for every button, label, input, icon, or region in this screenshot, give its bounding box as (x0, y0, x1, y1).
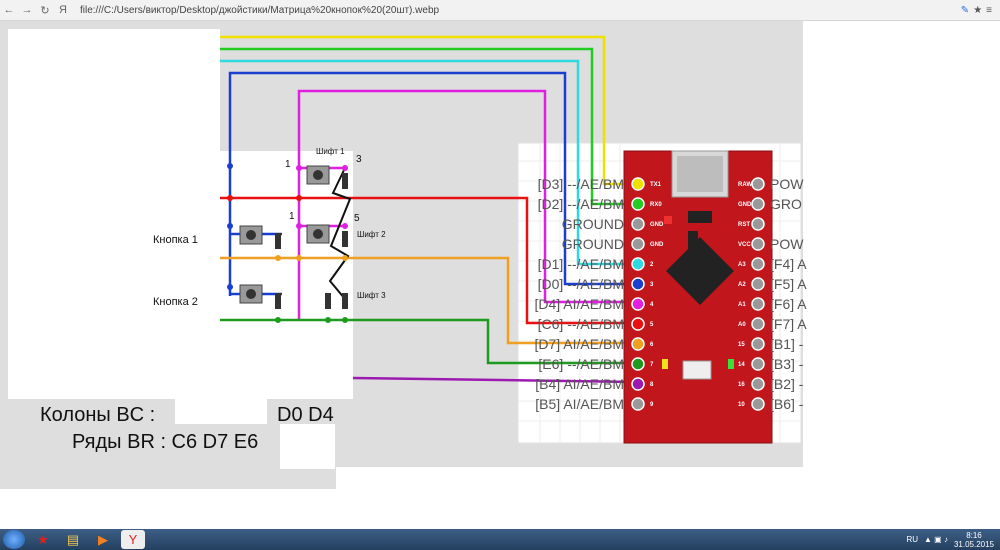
pin-label-right-3: POW (770, 236, 804, 252)
silk-left-5: 3 (650, 282, 654, 288)
silk-right-8: 15 (738, 342, 745, 348)
shift1-label: Шифт 1 (316, 147, 345, 156)
forward-icon[interactable]: → (21, 4, 33, 16)
silk-right-9: 14 (738, 362, 745, 368)
silk-left-9: 7 (650, 362, 654, 368)
pin-label-right-10: [B2] - (770, 376, 804, 392)
language-indicator[interactable]: RU (906, 535, 919, 544)
start-button[interactable] (3, 530, 25, 549)
shift-switch-2 (306, 224, 330, 244)
pin-label-left-3: GROUND (562, 236, 624, 252)
edit-icon[interactable]: ✎ (960, 4, 970, 16)
silk-left-10: 8 (650, 382, 654, 388)
pin-label-left-8: [D7] AI/AE/BM (535, 336, 624, 352)
button2-label: Кнопка 2 (153, 296, 198, 308)
folder-icon[interactable]: ▤ (66, 531, 80, 547)
pin-label-left-10: [B4] AI/AE/BM (535, 376, 624, 392)
tray-icons[interactable]: ▲ ▣ ♪ (924, 535, 948, 544)
button-switch-1 (239, 225, 263, 245)
image-background-bottom (0, 467, 336, 489)
shift3-label: Шифт 3 (357, 291, 386, 300)
pin-label-left-5: [D0] --/AE/BM (538, 276, 624, 292)
button-switch-2 (239, 284, 263, 304)
silk-left-8: 6 (650, 342, 654, 348)
pin-label-right-5: [F5] A (770, 276, 807, 292)
silk-right-7: A0 (738, 322, 746, 328)
star-app-icon[interactable]: ★ (37, 531, 49, 547)
button1-label: Кнопка 1 (153, 234, 198, 246)
silk-left-1: RX0 (650, 202, 662, 208)
columns-value: D0 D4 (277, 404, 334, 426)
reload-icon[interactable]: ↻ (40, 4, 50, 17)
pin-label-right-4: [F4] A (770, 256, 807, 272)
pin-label-right-0: POW (770, 176, 804, 192)
pin-label-left-2: GROUND (562, 216, 624, 232)
pin-label-right-8: [B1] - (770, 336, 804, 352)
windows-taskbar: ★ ▤ ▶ Y RU ▲ ▣ ♪ 8:16 31.05.2015 (0, 529, 1000, 550)
silk-right-2: RST (738, 222, 750, 228)
clock-time: 8:16 (966, 530, 982, 540)
silk-right-5: A2 (738, 282, 746, 288)
silk-left-3: GND (650, 242, 664, 248)
silk-left-11: 9 (650, 402, 654, 408)
yandex-icon[interactable]: Я (59, 4, 67, 16)
pin-number-5: 5 (354, 213, 360, 224)
silk-left-6: 4 (650, 302, 654, 308)
silk-right-6: A1 (738, 302, 746, 308)
wiring-diagram: TX1 RX0 GND GND 2 3 4 5 6 7 8 9 RAW GND … (8, 29, 807, 469)
shift-switch-1 (306, 165, 330, 185)
pin-number-3: 3 (356, 154, 362, 165)
pin-label-left-1: [D2] --/AE/BM (538, 196, 624, 212)
silk-right-1: GND (738, 202, 752, 208)
silk-left-4: 2 (650, 262, 654, 268)
left-pin-headers (631, 177, 645, 411)
pin-label-right-6: [F6] A (770, 296, 807, 312)
shift2-label: Шифт 2 (357, 230, 386, 239)
address-bar[interactable]: file:///C:/Users/виктор/Desktop/джойстик… (80, 4, 440, 16)
pin-number-1a: 1 (285, 159, 291, 170)
rows-label: Ряды BR : C6 D7 E6 (72, 431, 258, 453)
silk-right-10: 16 (738, 382, 745, 388)
star-icon[interactable]: ★ (973, 4, 983, 16)
pin-label-right-1: GRO (770, 196, 802, 212)
silk-right-11: 10 (738, 402, 745, 408)
image-viewport: TX1 RX0 GND GND 2 3 4 5 6 7 8 9 RAW GND … (0, 21, 1000, 529)
pro-micro-board (623, 150, 773, 444)
menu-icon[interactable]: ≡ (986, 4, 992, 16)
clock[interactable]: 8:16 31.05.2015 (954, 531, 994, 549)
pin-label-right-7: [F7] A (770, 316, 807, 332)
media-player-icon[interactable]: ▶ (98, 531, 108, 547)
silk-right-0: RAW (738, 182, 752, 188)
silk-left-2: GND (650, 222, 664, 228)
pin-label-right-9: [B3] - (770, 356, 804, 372)
pin-label-left-11: [B5] AI/AE/BM (535, 396, 624, 412)
right-pin-headers (751, 177, 765, 411)
pin-label-left-4: [D1] --/AE/BM (538, 256, 624, 272)
pin-label-left-6: [D4] AI/AE/BM (535, 296, 624, 312)
silk-left-7: 5 (650, 322, 654, 328)
pin-label-left-9: [E6] --/AE/BM (538, 356, 624, 372)
pin-label-left-0: [D3] --/AE/BM (538, 176, 624, 192)
columns-label: Колоны BC : (40, 404, 155, 426)
pin-label-right-11: [B6] - (770, 396, 804, 412)
silk-right-3: VCC (738, 242, 751, 248)
clock-date: 31.05.2015 (953, 539, 994, 549)
pin-label-left-7: [C6] --/AE/BM (538, 316, 624, 332)
silk-left-0: TX1 (650, 182, 662, 188)
yandex-browser-icon[interactable]: Y (121, 530, 145, 549)
silk-right-4: A3 (738, 262, 746, 268)
pin-number-1b: 1 (289, 211, 295, 222)
back-icon[interactable]: ← (3, 4, 15, 16)
browser-toolbar: ← → ↻ Я file:///C:/Users/виктор/Desktop/… (0, 0, 1000, 21)
